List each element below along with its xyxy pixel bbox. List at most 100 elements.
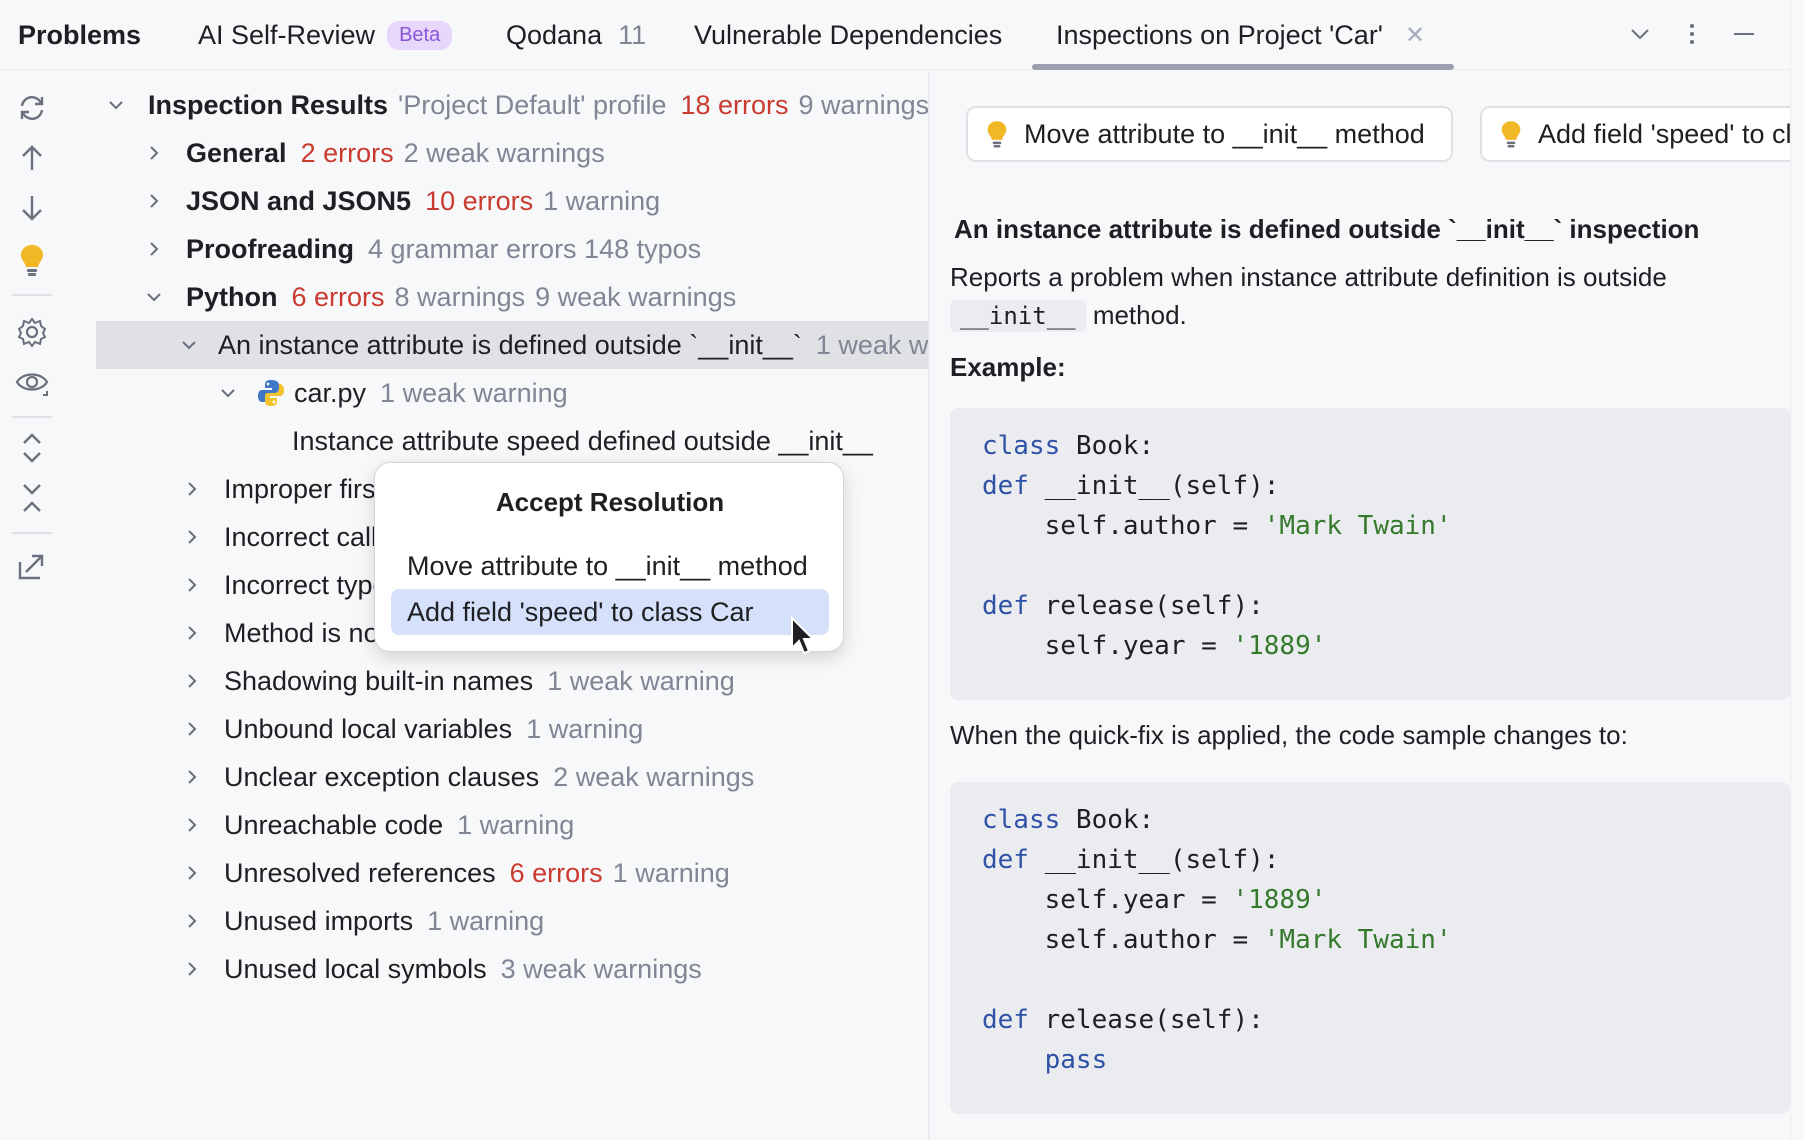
tab-label: Problems bbox=[18, 19, 142, 50]
code-text: __init__(self): bbox=[1028, 845, 1280, 875]
warning-count: 1 warning bbox=[457, 809, 575, 840]
tree-node-json[interactable]: JSON and JSON5 10 errors 1 warning bbox=[142, 177, 928, 225]
chevron-down-icon[interactable] bbox=[104, 93, 128, 117]
chevron-right-icon[interactable] bbox=[180, 621, 204, 645]
chevron-right-icon[interactable] bbox=[180, 525, 204, 549]
tab-vulnerable-dependencies[interactable]: Vulnerable Dependencies bbox=[694, 0, 1002, 70]
chevron-right-icon[interactable] bbox=[180, 669, 204, 693]
tab-inspections[interactable]: Inspections on Project 'Car' ✕ bbox=[1056, 0, 1425, 70]
warning-count: 4 grammar errors 148 typos bbox=[368, 233, 702, 264]
tree-node-python[interactable]: Python 6 errors 8 warnings 9 weak warnin… bbox=[142, 273, 928, 321]
tree-node-root[interactable]: Inspection Results 'Project Default' pro… bbox=[104, 81, 928, 129]
code-keyword: class bbox=[982, 805, 1061, 835]
chevron-right-icon[interactable] bbox=[180, 957, 204, 981]
tree-node-instance-attribute[interactable]: An instance attribute is defined outside… bbox=[96, 321, 928, 369]
tree-node-unused-imports[interactable]: Unused imports 1 warning bbox=[180, 897, 928, 945]
chevron-right-icon[interactable] bbox=[142, 237, 166, 261]
tree-node-unused-local[interactable]: Unused local symbols 3 weak warnings bbox=[180, 945, 928, 993]
collapse-all-icon[interactable] bbox=[12, 478, 52, 518]
minimize-icon[interactable] bbox=[1724, 14, 1764, 54]
code-text: Book: bbox=[1060, 805, 1155, 835]
code-keyword: def bbox=[982, 591, 1029, 621]
popup-item-add-field[interactable]: Add field 'speed' to class Car bbox=[391, 589, 829, 635]
tree-node-title: Unused imports bbox=[224, 905, 414, 936]
panel-divider[interactable] bbox=[928, 72, 930, 1140]
code-line bbox=[982, 960, 1758, 1000]
tree-node-unbound[interactable]: Unbound local variables 1 warning bbox=[180, 705, 928, 753]
tree-node-problem[interactable]: Instance attribute speed defined outside… bbox=[292, 417, 928, 465]
code-sample-before: class Book:def __init__(self): self.auth… bbox=[950, 408, 1790, 700]
active-tab-indicator bbox=[1032, 64, 1454, 70]
tree-node-incorrect-type[interactable]: Incorrect type bbox=[180, 561, 928, 609]
chevron-down-icon[interactable] bbox=[180, 333, 198, 357]
tree-node-general[interactable]: General 2 errors 2 weak warnings bbox=[142, 129, 928, 177]
chevron-down-icon[interactable] bbox=[142, 285, 166, 309]
code-line: pass bbox=[982, 1040, 1758, 1080]
tree-node-unclear[interactable]: Unclear exception clauses 2 weak warning… bbox=[180, 753, 928, 801]
add-field-button[interactable]: Add field 'speed' to class Car bbox=[1480, 106, 1790, 162]
warning-count: 1 warning bbox=[526, 713, 644, 744]
tab-label: AI Self-Review bbox=[198, 19, 376, 50]
code-text: Book: bbox=[1060, 431, 1155, 461]
code-line bbox=[982, 546, 1758, 586]
expand-all-icon[interactable] bbox=[12, 428, 52, 468]
bulb-icon[interactable] bbox=[12, 240, 52, 280]
close-icon[interactable]: ✕ bbox=[1404, 21, 1426, 49]
arrow-down-icon[interactable] bbox=[12, 188, 52, 228]
chevron-right-icon[interactable] bbox=[180, 717, 204, 741]
code-keyword: def bbox=[982, 845, 1029, 875]
error-count: 2 errors bbox=[300, 137, 394, 168]
chevron-right-icon[interactable] bbox=[180, 477, 204, 501]
chevron-right-icon[interactable] bbox=[180, 765, 204, 789]
export-icon[interactable] bbox=[12, 546, 52, 586]
accept-resolution-popup: Accept Resolution Move attribute to __in… bbox=[374, 462, 844, 652]
popup-item-label: Add field 'speed' to class Car bbox=[407, 596, 754, 627]
chevron-down-icon[interactable] bbox=[216, 381, 240, 405]
arrow-up-icon[interactable] bbox=[12, 138, 52, 178]
warning-count: 1 weak warning bbox=[547, 665, 735, 696]
chevron-right-icon[interactable] bbox=[142, 141, 166, 165]
chevron-right-icon[interactable] bbox=[142, 189, 166, 213]
chevron-right-icon[interactable] bbox=[180, 861, 204, 885]
chevron-right-icon[interactable] bbox=[180, 909, 204, 933]
inspection-results-tree: Inspection Results 'Project Default' pro… bbox=[64, 72, 928, 1140]
popup-title: Accept Resolution bbox=[495, 487, 725, 517]
eye-icon[interactable] bbox=[12, 362, 52, 402]
move-attribute-button[interactable]: Move attribute to __init__ method bbox=[966, 106, 1453, 162]
more-icon[interactable] bbox=[1672, 14, 1712, 54]
python-file-icon bbox=[256, 378, 286, 408]
warning-count: 1 weak warning bbox=[380, 377, 568, 408]
tree-node-car-py[interactable]: car.py 1 weak warning bbox=[216, 369, 928, 417]
tree-node-title: Inspection Results bbox=[148, 89, 389, 120]
tree-node-unreachable[interactable]: Unreachable code 1 warning bbox=[180, 801, 928, 849]
code-text: self.author = bbox=[982, 511, 1264, 541]
tree-node-title: Unbound local variables bbox=[224, 713, 513, 744]
chevron-right-icon[interactable] bbox=[180, 813, 204, 837]
code-sample-after: class Book:def __init__(self): self.year… bbox=[950, 782, 1790, 1114]
code-line: def __init__(self): bbox=[982, 466, 1758, 506]
tree-node-shadowing[interactable]: Shadowing built-in names 1 weak warning bbox=[180, 657, 928, 705]
code-text: self.year = bbox=[982, 631, 1233, 661]
error-count: 10 errors bbox=[425, 185, 534, 216]
description-text-part: Reports a problem when instance attribut… bbox=[950, 262, 1667, 292]
tree-node-unresolved[interactable]: Unresolved references 6 errors 1 warning bbox=[180, 849, 928, 897]
chevron-down-icon[interactable] bbox=[1620, 14, 1660, 54]
tab-problems[interactable]: Problems bbox=[18, 0, 141, 70]
gear-icon[interactable] bbox=[12, 312, 52, 352]
chevron-right-icon[interactable] bbox=[180, 573, 204, 597]
code-line: self.author = 'Mark Twain' bbox=[982, 506, 1758, 546]
bulb-icon bbox=[987, 121, 1007, 148]
refresh-icon[interactable] bbox=[12, 88, 52, 128]
tree-node-title: Unresolved references bbox=[224, 857, 496, 888]
tree-node-title: Unclear exception clauses bbox=[224, 761, 540, 792]
tree-node-proofreading[interactable]: Proofreading 4 grammar errors 148 typos bbox=[142, 225, 928, 273]
tree-node-title: Python bbox=[186, 281, 278, 312]
code-text: release(self): bbox=[1028, 1005, 1264, 1035]
popup-item-move-attribute[interactable]: Move attribute to __init__ method bbox=[391, 543, 829, 589]
tab-label: Inspections on Project 'Car' bbox=[1056, 19, 1383, 50]
scrollbar[interactable] bbox=[1790, 0, 1804, 1140]
tree-node-title: Incorrect type bbox=[224, 569, 388, 600]
